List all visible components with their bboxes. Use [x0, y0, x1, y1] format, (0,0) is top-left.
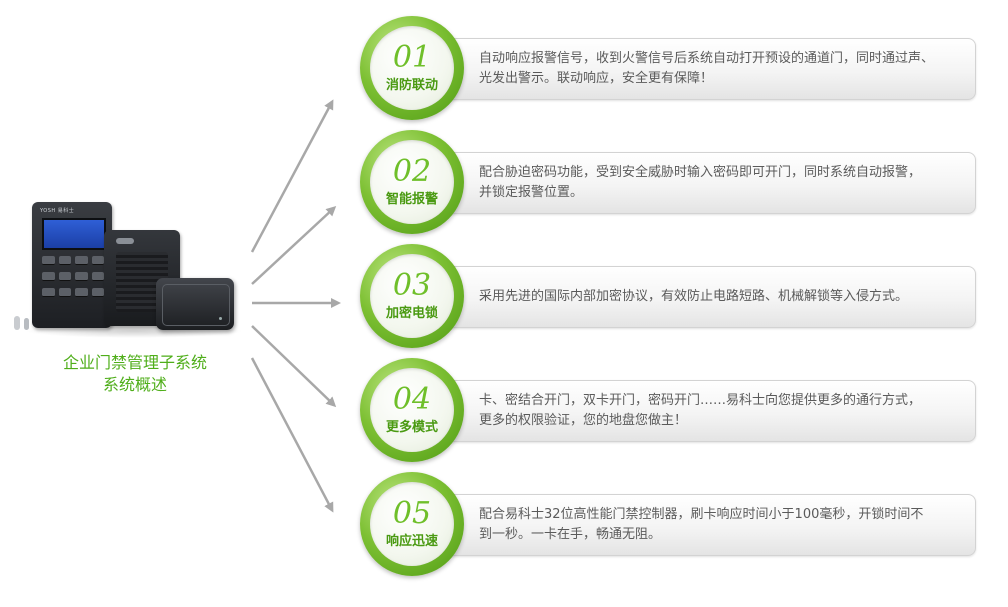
feature-description-line-2: 到一秒。一卡在手，畅通无阻。 [479, 527, 662, 542]
feature-title: 响应迅速 [385, 534, 438, 549]
feature-description-bar: 配合易科士32位高性能门禁控制器，刷卡响应时间小于100毫秒，开锁时间不 到一秒… [444, 494, 976, 556]
feature-title: 消防联动 [385, 78, 438, 93]
arrow-to-item-01 [250, 99, 334, 253]
feature-description-line-2: 光发出警示。联动响应，安全更有保障！ [479, 71, 714, 86]
feature-item-05: 配合易科士32位高性能门禁控制器，刷卡响应时间小于100毫秒，开锁时间不 到一秒… [360, 472, 980, 580]
feature-description-line-1: 采用先进的国际内部加密协议，有效防止电路短路、机械解锁等入侵方式。 [479, 289, 909, 304]
feature-description-bar: 卡、密结合开门，双卡开门，密码开门……易科士向您提供更多的通行方式， 更多的权限… [444, 380, 976, 442]
feature-description-bar: 配合胁迫密码功能，受到安全威胁时输入密码即可开门，同时系统自动报警， 并锁定报警… [444, 152, 976, 214]
feature-item-02: 配合胁迫密码功能，受到安全威胁时输入密码即可开门，同时系统自动报警， 并锁定报警… [360, 130, 980, 238]
keypad-controller-device: YOSH 易科士 [32, 202, 112, 328]
feature-description-bar: 自动响应报警信号，收到火警信号后系统自动打开预设的通道门，同时通过声、 光发出警… [444, 38, 976, 100]
figurine-decoration [14, 316, 20, 330]
feature-description: 配合胁迫密码功能，受到安全威胁时输入密码即可开门，同时系统自动报警， 并锁定报警… [479, 163, 955, 203]
feature-title: 智能报警 [385, 192, 438, 207]
arrow-to-item-04 [251, 325, 337, 408]
feature-number: 01 [392, 40, 432, 75]
feature-description-bar: 采用先进的国际内部加密协议，有效防止电路短路、机械解锁等入侵方式。 [444, 266, 976, 328]
feature-number-badge: 02 智能报警 [360, 130, 464, 234]
feature-number-badge: 04 更多模式 [360, 358, 464, 462]
feature-number: 05 [392, 496, 432, 531]
feature-description: 采用先进的国际内部加密协议，有效防止电路短路、机械解锁等入侵方式。 [479, 287, 955, 307]
feature-description-line-1: 配合易科士32位高性能门禁控制器，刷卡响应时间小于100毫秒，开锁时间不 [479, 507, 924, 522]
reader-led [219, 317, 222, 320]
feature-item-03: 采用先进的国际内部加密协议，有效防止电路短路、机械解锁等入侵方式。 03 加密电… [360, 244, 980, 352]
feature-number: 04 [392, 382, 432, 417]
arrow-to-item-05 [250, 357, 334, 513]
feature-description-line-1: 卡、密结合开门，双卡开门，密码开门……易科士向您提供更多的通行方式， [479, 393, 922, 408]
feature-description-line-2: 更多的权限验证，您的地盘您做主！ [479, 413, 688, 428]
feature-description-line-2: 并锁定报警位置。 [479, 185, 584, 200]
feature-description-line-1: 配合胁迫密码功能，受到安全威胁时输入密码即可开门，同时系统自动报警， [479, 165, 922, 180]
feature-title: 加密电锁 [385, 306, 438, 321]
device-brand-label: YOSH 易科士 [40, 208, 75, 214]
feature-title: 更多模式 [385, 420, 438, 435]
feature-number: 02 [392, 154, 432, 189]
feature-description: 卡、密结合开门，双卡开门，密码开门……易科士向您提供更多的通行方式， 更多的权限… [479, 391, 955, 431]
desktop-card-reader-device [156, 278, 234, 330]
arrow-to-item-02 [251, 205, 337, 285]
feature-description-line-1: 自动响应报警信号，收到火警信号后系统自动打开预设的通道门，同时通过声、 [479, 51, 935, 66]
device-lcd-screen [42, 218, 106, 250]
card-reader-logo [116, 238, 134, 244]
feature-number: 03 [392, 268, 432, 303]
system-title-line-2: 系统概述 [102, 375, 167, 394]
device-keypad [42, 256, 104, 300]
system-title: 企业门禁管理子系统 系统概述 [20, 352, 250, 396]
feature-number-badge: 05 响应迅速 [360, 472, 464, 576]
figurine-decoration-2 [24, 318, 29, 330]
access-control-devices-image: YOSH 易科士 [14, 196, 250, 342]
feature-description: 自动响应报警信号，收到火警信号后系统自动打开预设的通道门，同时通过声、 光发出警… [479, 49, 955, 89]
feature-number-badge: 01 消防联动 [360, 16, 464, 120]
feature-number-badge: 03 加密电锁 [360, 244, 464, 348]
feature-description: 配合易科士32位高性能门禁控制器，刷卡响应时间小于100毫秒，开锁时间不 到一秒… [479, 505, 955, 545]
system-title-line-1: 企业门禁管理子系统 [62, 353, 207, 372]
feature-item-01: 自动响应报警信号，收到火警信号后系统自动打开预设的通道门，同时通过声、 光发出警… [360, 16, 980, 124]
feature-item-04: 卡、密结合开门，双卡开门，密码开门……易科士向您提供更多的通行方式， 更多的权限… [360, 358, 980, 466]
